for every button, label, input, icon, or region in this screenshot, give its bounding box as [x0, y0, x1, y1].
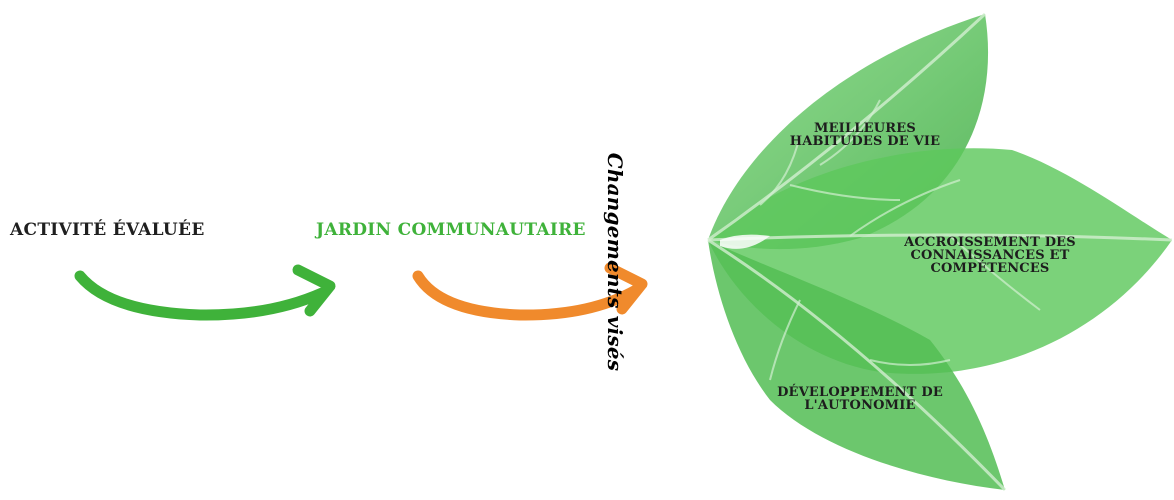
garden-label: JARDIN COMMUNAUTAIRE [316, 220, 586, 240]
leaf-bottom-line2: L'AUTONOMIE [804, 398, 916, 413]
green-arrow [74, 264, 336, 321]
leaf-right-line1: ACCROISSEMENT DES [904, 235, 1076, 250]
leaf-right-line2: CONNAISSANCES ET [910, 248, 1070, 263]
leaf-top-line1: MEILLEURES [813, 121, 916, 136]
leaf-right-line3: COMPÉTENCES [930, 261, 1050, 276]
changements-vises-label: Changements visés [603, 152, 627, 372]
leaves-group [707, 12, 1173, 492]
leaf-top-text: MEILLEURES HABITUDES DE VIE [760, 122, 970, 148]
leaf-bottom-text: DÉVELOPPEMENT DE L'AUTONOMIE [740, 386, 980, 412]
leaf-bottom-line1: DÉVELOPPEMENT DE [777, 385, 943, 400]
orange-arrow [412, 262, 648, 321]
activity-label: ACTIVITÉ ÉVALUÉE [10, 220, 205, 240]
leaf-bottom [708, 240, 1005, 490]
leaf-right-text: ACCROISSEMENT DES CONNAISSANCES ET COMPÉ… [890, 236, 1090, 275]
leaf-top-line2: HABITUDES DE VIE [789, 134, 941, 149]
